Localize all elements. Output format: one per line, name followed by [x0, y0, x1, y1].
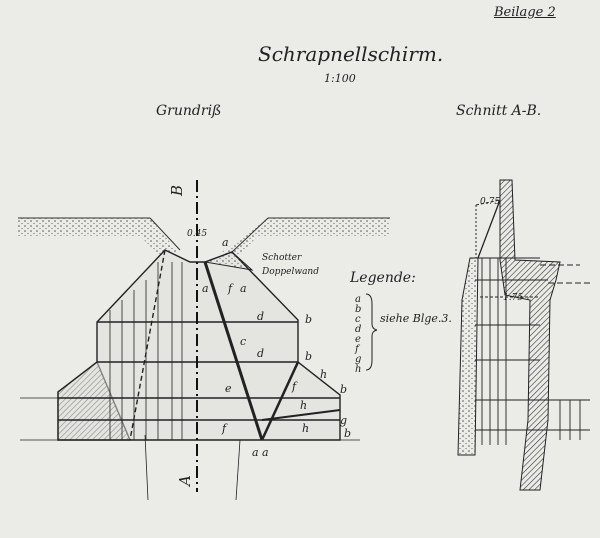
- plan-view-title: Grundriß: [156, 103, 222, 119]
- svg-text:a: a: [252, 446, 259, 459]
- svg-text:a: a: [240, 282, 247, 295]
- material-annotations: Schotter Doppelwand: [261, 253, 319, 277]
- svg-text:d: d: [355, 324, 361, 335]
- svg-text:1.75: 1.75: [503, 293, 523, 303]
- svg-text:b: b: [355, 304, 361, 315]
- svg-text:f: f: [221, 422, 228, 435]
- plan-structure: [20, 249, 360, 501]
- svg-text:h: h: [302, 422, 309, 435]
- earth-fill: [18, 217, 390, 258]
- svg-text:Doppelwand: Doppelwand: [261, 267, 319, 277]
- svg-text:siehe Blge.3.: siehe Blge.3.: [380, 312, 452, 325]
- scale-label: 1:100: [324, 72, 356, 85]
- svg-text:a: a: [222, 236, 229, 249]
- svg-text:Legende:: Legende:: [349, 270, 416, 286]
- svg-text:d: d: [257, 347, 264, 360]
- svg-text:e: e: [355, 334, 361, 345]
- dimension-labels: 0.45 0.75 1.75: [187, 197, 523, 303]
- legend: Legende: a b c d e f g h siehe Blge.3.: [349, 270, 452, 375]
- svg-text:a: a: [262, 446, 269, 459]
- svg-text:c: c: [355, 314, 361, 325]
- svg-text:h: h: [355, 364, 361, 375]
- svg-text:0.45: 0.45: [187, 229, 207, 239]
- svg-text:c: c: [240, 335, 246, 348]
- svg-text:0.75: 0.75: [480, 197, 500, 207]
- svg-text:b: b: [305, 313, 312, 326]
- section-markers: B A: [168, 185, 194, 488]
- svg-text:B: B: [168, 185, 186, 197]
- svg-text:h: h: [320, 368, 327, 381]
- svg-text:f: f: [291, 380, 298, 393]
- svg-text:e: e: [225, 382, 232, 395]
- sheet-label: Beilage 2: [494, 5, 556, 20]
- section-view: [457, 179, 590, 491]
- svg-text:a: a: [202, 282, 209, 295]
- svg-text:f: f: [227, 282, 234, 295]
- svg-text:A: A: [176, 475, 194, 488]
- svg-text:Schotter: Schotter: [262, 253, 302, 263]
- drawing-title: Schrapnellschirm.: [258, 42, 444, 66]
- svg-text:b: b: [344, 427, 351, 440]
- svg-text:f: f: [354, 344, 361, 355]
- svg-text:b: b: [340, 383, 347, 396]
- svg-text:b: b: [305, 350, 312, 363]
- svg-text:d: d: [257, 310, 264, 323]
- svg-text:h: h: [300, 399, 307, 412]
- part-labels: a a a f b b b b g d d c e f f h h h a a: [202, 236, 351, 459]
- section-view-title: Schnitt A-B.: [456, 103, 542, 119]
- svg-text:g: g: [340, 414, 347, 427]
- svg-text:a: a: [355, 294, 361, 305]
- svg-text:g: g: [355, 354, 361, 365]
